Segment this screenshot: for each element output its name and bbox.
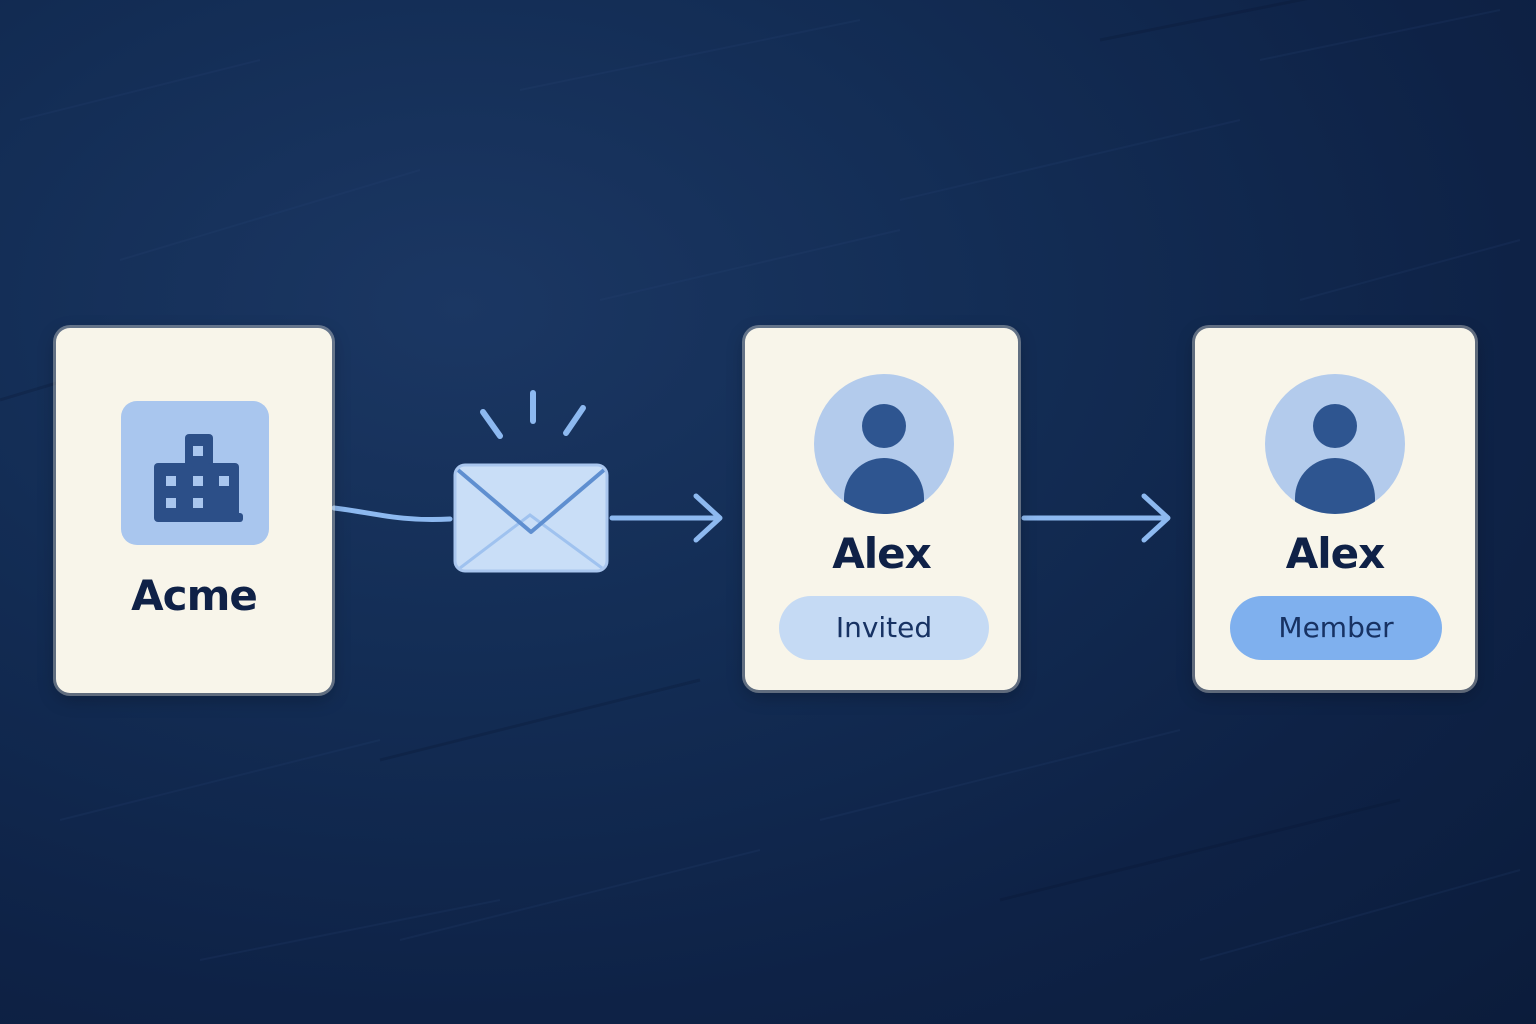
building-icon [121, 401, 269, 545]
member-user-name: Alex [1285, 529, 1385, 578]
organization-card: Acme [56, 328, 332, 693]
connector-org-to-envelope [331, 505, 453, 523]
status-badge-member: Member [1230, 596, 1442, 660]
user-avatar-icon [1265, 374, 1405, 514]
notification-rays [480, 390, 586, 439]
invited-user-name: Alex [832, 529, 931, 578]
arrow-invited-to-member [1021, 493, 1171, 543]
organization-name: Acme [131, 571, 258, 620]
user-avatar-icon [814, 374, 954, 514]
arrow-envelope-to-invited [609, 493, 723, 543]
invited-user-card: Alex Invited [745, 328, 1018, 690]
status-badge-invited: Invited [779, 596, 989, 660]
envelope-icon [453, 390, 609, 573]
member-user-card: Alex Member [1195, 328, 1475, 690]
